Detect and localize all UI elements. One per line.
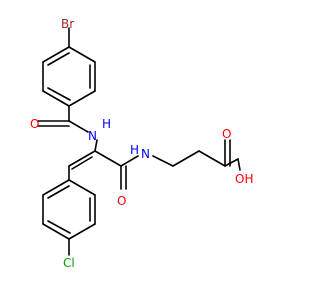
atom-n-amide2: N <box>141 147 150 161</box>
bond <box>68 120 89 133</box>
atom-br: Br <box>61 17 74 31</box>
bond <box>68 179 96 196</box>
bonds <box>37 27 241 256</box>
bond <box>68 223 96 240</box>
bond <box>94 139 98 152</box>
bond <box>42 46 70 63</box>
bond <box>68 46 96 63</box>
bond <box>152 155 174 167</box>
atom-n-amide1: N <box>88 129 97 143</box>
bond <box>120 155 139 167</box>
atom-h-amide2: H <box>130 143 139 157</box>
bond <box>198 150 226 167</box>
atom-o-amide: O <box>30 117 39 131</box>
molecule-diagram: Br O H N H N O O OH Cl <box>30 17 253 270</box>
atom-labels: Br O H N H N O O OH Cl <box>30 17 253 270</box>
bond <box>237 158 241 171</box>
bond <box>47 87 71 101</box>
bond <box>47 220 71 234</box>
atom-h-amide1: H <box>102 117 111 131</box>
bond <box>224 158 239 167</box>
structure-svg: Br O H N H N O O OH Cl <box>30 17 253 270</box>
atom-oh-acid: OH <box>235 172 253 186</box>
bond <box>71 156 93 170</box>
atom-o-carbonyl: O <box>117 194 126 208</box>
bond <box>68 90 96 107</box>
bond <box>68 150 96 167</box>
bond <box>172 150 200 167</box>
bond <box>42 90 70 107</box>
bond <box>42 223 70 240</box>
bond <box>47 185 70 199</box>
atom-o-acid: O <box>222 127 231 141</box>
atom-cl: Cl <box>63 256 75 270</box>
bond <box>94 150 122 167</box>
bond <box>47 52 70 66</box>
bond <box>42 179 70 196</box>
